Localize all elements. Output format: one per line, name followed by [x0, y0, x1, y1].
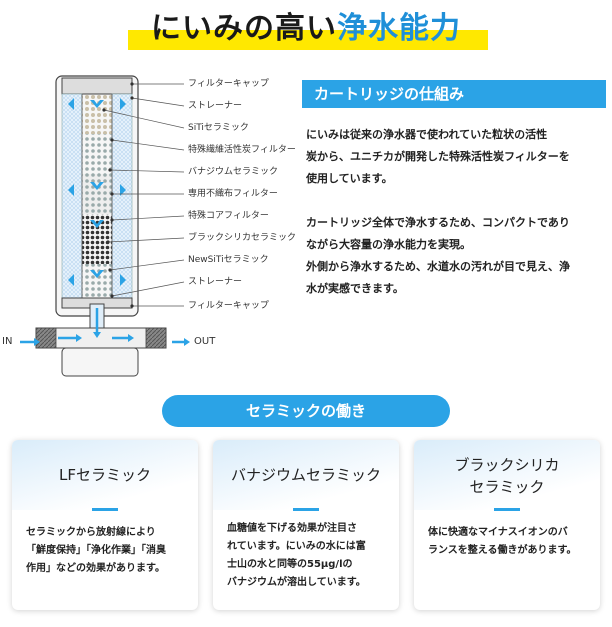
card-divider: [92, 508, 118, 511]
para1-line: 炭から、ユニチカが開発した特殊活性炭フィルターを: [306, 150, 570, 163]
card-title-line-2: セラミック: [469, 478, 545, 496]
label-strainer-bottom: ストレーナー: [188, 277, 243, 287]
label-nonwoven-filter: 専用不織布フィルター: [188, 189, 278, 199]
label-vanadium-ceramic: バナジウムセラミック: [188, 167, 279, 177]
cartridge-diagram: フィルターキャップ ストレーナー SiTiセラミック 特殊繊維活性炭フィルター …: [0, 70, 300, 380]
cartridge-para-2: カートリッジ全体で浄水するため、コンパクトであり ながら大容量の浄水能力を実現。…: [306, 212, 606, 300]
card-title: LFセラミック: [59, 466, 151, 484]
title-accent: 浄水能力: [337, 11, 461, 46]
para1-line: にいみは従来の浄水器で使われていた粒状の活性: [306, 128, 548, 141]
card-vanadium-ceramic: バナジウムセラミック 血糖値を下げる効果が注目さ れています。にいみの水には富 …: [213, 440, 399, 610]
in-label: IN: [2, 336, 13, 347]
title-highlight: [128, 30, 488, 50]
card-divider: [494, 508, 520, 511]
cartridge-illustration: [20, 75, 190, 377]
label-filter-cap-bottom: フィルターキャップ: [188, 301, 269, 311]
para2-line: 水が実感できます。: [306, 282, 404, 295]
label-filter-cap-top: フィルターキャップ: [188, 79, 269, 89]
para2-line: 外側から浄水するため、水道水の汚れが目で見え、浄: [306, 260, 570, 273]
ceramics-heading: セラミックの働き: [162, 395, 450, 427]
label-black-silica-ceramic: ブラックシリカセラミック: [188, 233, 297, 243]
title-main: にいみの高い: [151, 11, 337, 46]
para2-line: ながら大容量の浄水能力を実現。: [306, 238, 471, 251]
page-title: にいみの高い浄水能力: [0, 6, 612, 52]
label-new-siti-ceramic: NewSiTiセラミック: [188, 255, 269, 265]
card-text: 血糖値を下げる効果が注目さ れています。にいみの水には富 士山の水と同等の55μ…: [227, 523, 366, 588]
label-siti-ceramic: SiTiセラミック: [188, 123, 249, 133]
para1-line: 使用しています。: [306, 172, 393, 185]
label-strainer-top: ストレーナー: [188, 101, 243, 111]
card-black-silica-ceramic: ブラックシリカ セラミック 体に快適なマイナスイオンのバ ランスを整える働きがあ…: [414, 440, 600, 610]
card-text: 体に快適なマイナスイオンのバ ランスを整える働きがあります。: [428, 527, 577, 556]
label-activated-carbon-filter: 特殊繊維活性炭フィルター: [188, 145, 296, 155]
label-core-filter: 特殊コアフィルター: [188, 211, 269, 221]
out-label: OUT: [194, 336, 216, 347]
cartridge-para-1: にいみは従来の浄水器で使われていた粒状の活性 炭から、ユニチカが開発した特殊活性…: [306, 124, 606, 190]
para2-line: カートリッジ全体で浄水するため、コンパクトであり: [306, 216, 570, 229]
card-divider: [293, 508, 319, 511]
card-text: セラミックから放射線により 「鮮度保持」「浄化作業」「消臭 作用」などの効果があ…: [26, 527, 166, 574]
card-title: バナジウムセラミック: [230, 466, 381, 484]
card-title-line-1: ブラックシリカ: [454, 456, 560, 474]
cartridge-heading: カートリッジの仕組み: [302, 80, 606, 108]
card-lf-ceramic: LFセラミック セラミックから放射線により 「鮮度保持」「浄化作業」「消臭 作用…: [12, 440, 198, 610]
